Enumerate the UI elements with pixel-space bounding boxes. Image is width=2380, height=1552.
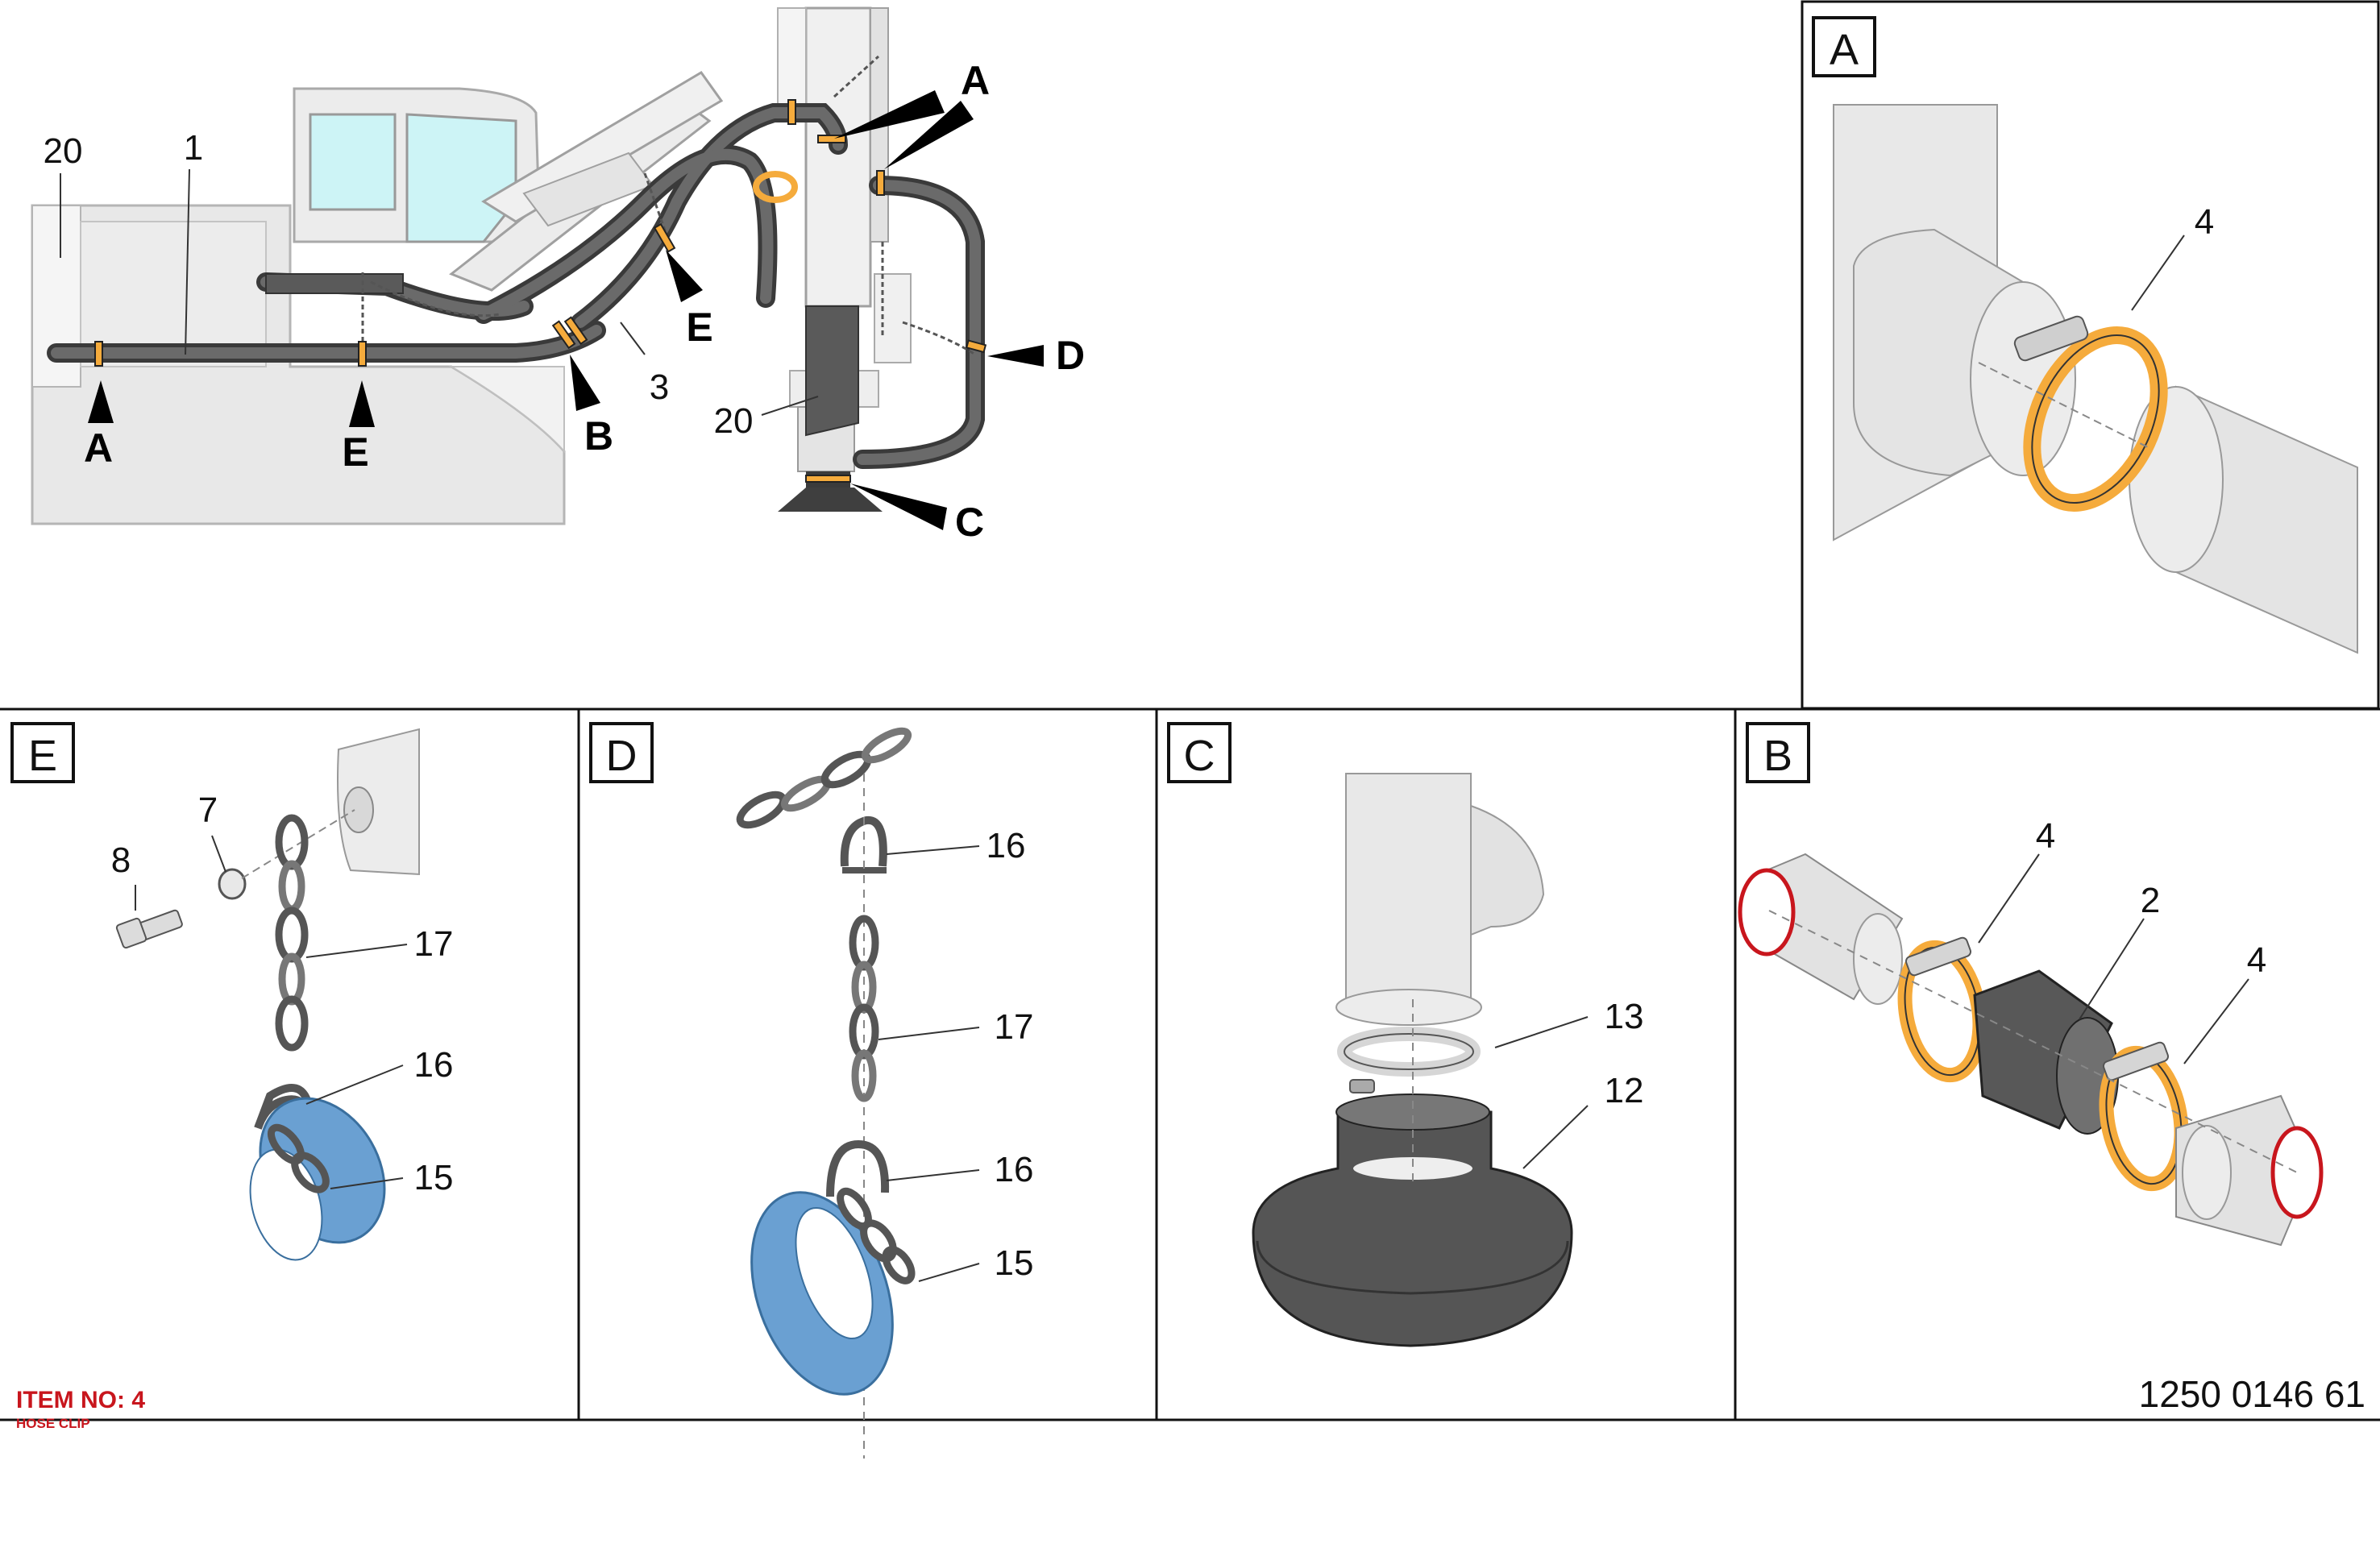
item-name: HOSE CLIP xyxy=(16,1416,90,1431)
panel-a-label-4: 4 xyxy=(2195,202,2214,242)
callout-b: B xyxy=(584,413,613,459)
callout-c: C xyxy=(955,500,984,545)
document-number: 1250 0146 61 xyxy=(2139,1373,2365,1415)
panel-d-label-16-bottom: 16 xyxy=(995,1150,1034,1189)
shackle-d-top xyxy=(840,815,887,867)
callout-e-mid: E xyxy=(686,305,712,350)
panel-frames xyxy=(0,0,2380,1421)
panel-a: A 4 xyxy=(1812,16,2358,654)
cab-window-left xyxy=(309,113,397,211)
chain-e xyxy=(275,814,309,1052)
arrow-e-left xyxy=(349,380,375,427)
panel-e: E 8 7 17 16 15 I xyxy=(10,722,454,1431)
panel-a-letter: A xyxy=(1830,26,1859,74)
arrow-d xyxy=(987,345,1044,367)
callout-e-left: E xyxy=(342,429,368,475)
arrow-a-top-1 xyxy=(834,90,945,139)
chain-d-top xyxy=(736,727,912,829)
arrow-a-top-2 xyxy=(884,101,974,169)
panel-e-letter: E xyxy=(28,732,57,780)
panel-c: C 13 12 xyxy=(1167,722,1644,1347)
arrow-a-left xyxy=(88,380,114,423)
panel-b-label-4-left: 4 xyxy=(2036,816,2055,856)
panel-b-label-2: 2 xyxy=(2141,881,2160,920)
part-20-left: 20 xyxy=(44,131,83,171)
callout-d: D xyxy=(1056,333,1085,378)
arrow-c xyxy=(850,483,947,530)
panel-d-letter: D xyxy=(606,732,638,780)
panel-c-label-13: 13 xyxy=(1605,997,1644,1036)
part-3: 3 xyxy=(650,367,669,407)
callout-a-top: A xyxy=(961,58,990,103)
panel-e-label-16: 16 xyxy=(414,1045,454,1085)
panel-d-label-16-top: 16 xyxy=(986,826,1026,865)
panel-b-letter: B xyxy=(1763,732,1792,780)
panel-d-label-15: 15 xyxy=(995,1243,1034,1283)
callout-a-left: A xyxy=(84,425,113,471)
panel-c-label-12: 12 xyxy=(1605,1071,1644,1110)
part-20-mid: 20 xyxy=(714,401,754,441)
panel-e-label-8: 8 xyxy=(111,840,131,880)
panel-e-label-7: 7 xyxy=(198,791,218,830)
panel-e-label-15: 15 xyxy=(414,1158,454,1197)
chain-d xyxy=(849,915,879,1102)
panel-d-label-17: 17 xyxy=(995,1007,1034,1047)
cab-window-right xyxy=(405,113,517,243)
panel-e-label-17: 17 xyxy=(414,924,454,964)
panel-b-label-4-right: 4 xyxy=(2247,940,2266,980)
part-1: 1 xyxy=(184,128,203,168)
item-number: ITEM NO: 4 xyxy=(16,1387,145,1413)
overview-machine: 20 1 3 20 A E B E A D C xyxy=(31,6,1085,545)
panel-c-letter: C xyxy=(1184,732,1215,780)
panel-d: D 16 17 16 xyxy=(589,722,1034,1459)
arrow-b xyxy=(570,355,600,411)
arrow-e-mid xyxy=(666,250,703,302)
panel-b: B 4 2 4 1250 0146 61 xyxy=(1738,722,2365,1415)
